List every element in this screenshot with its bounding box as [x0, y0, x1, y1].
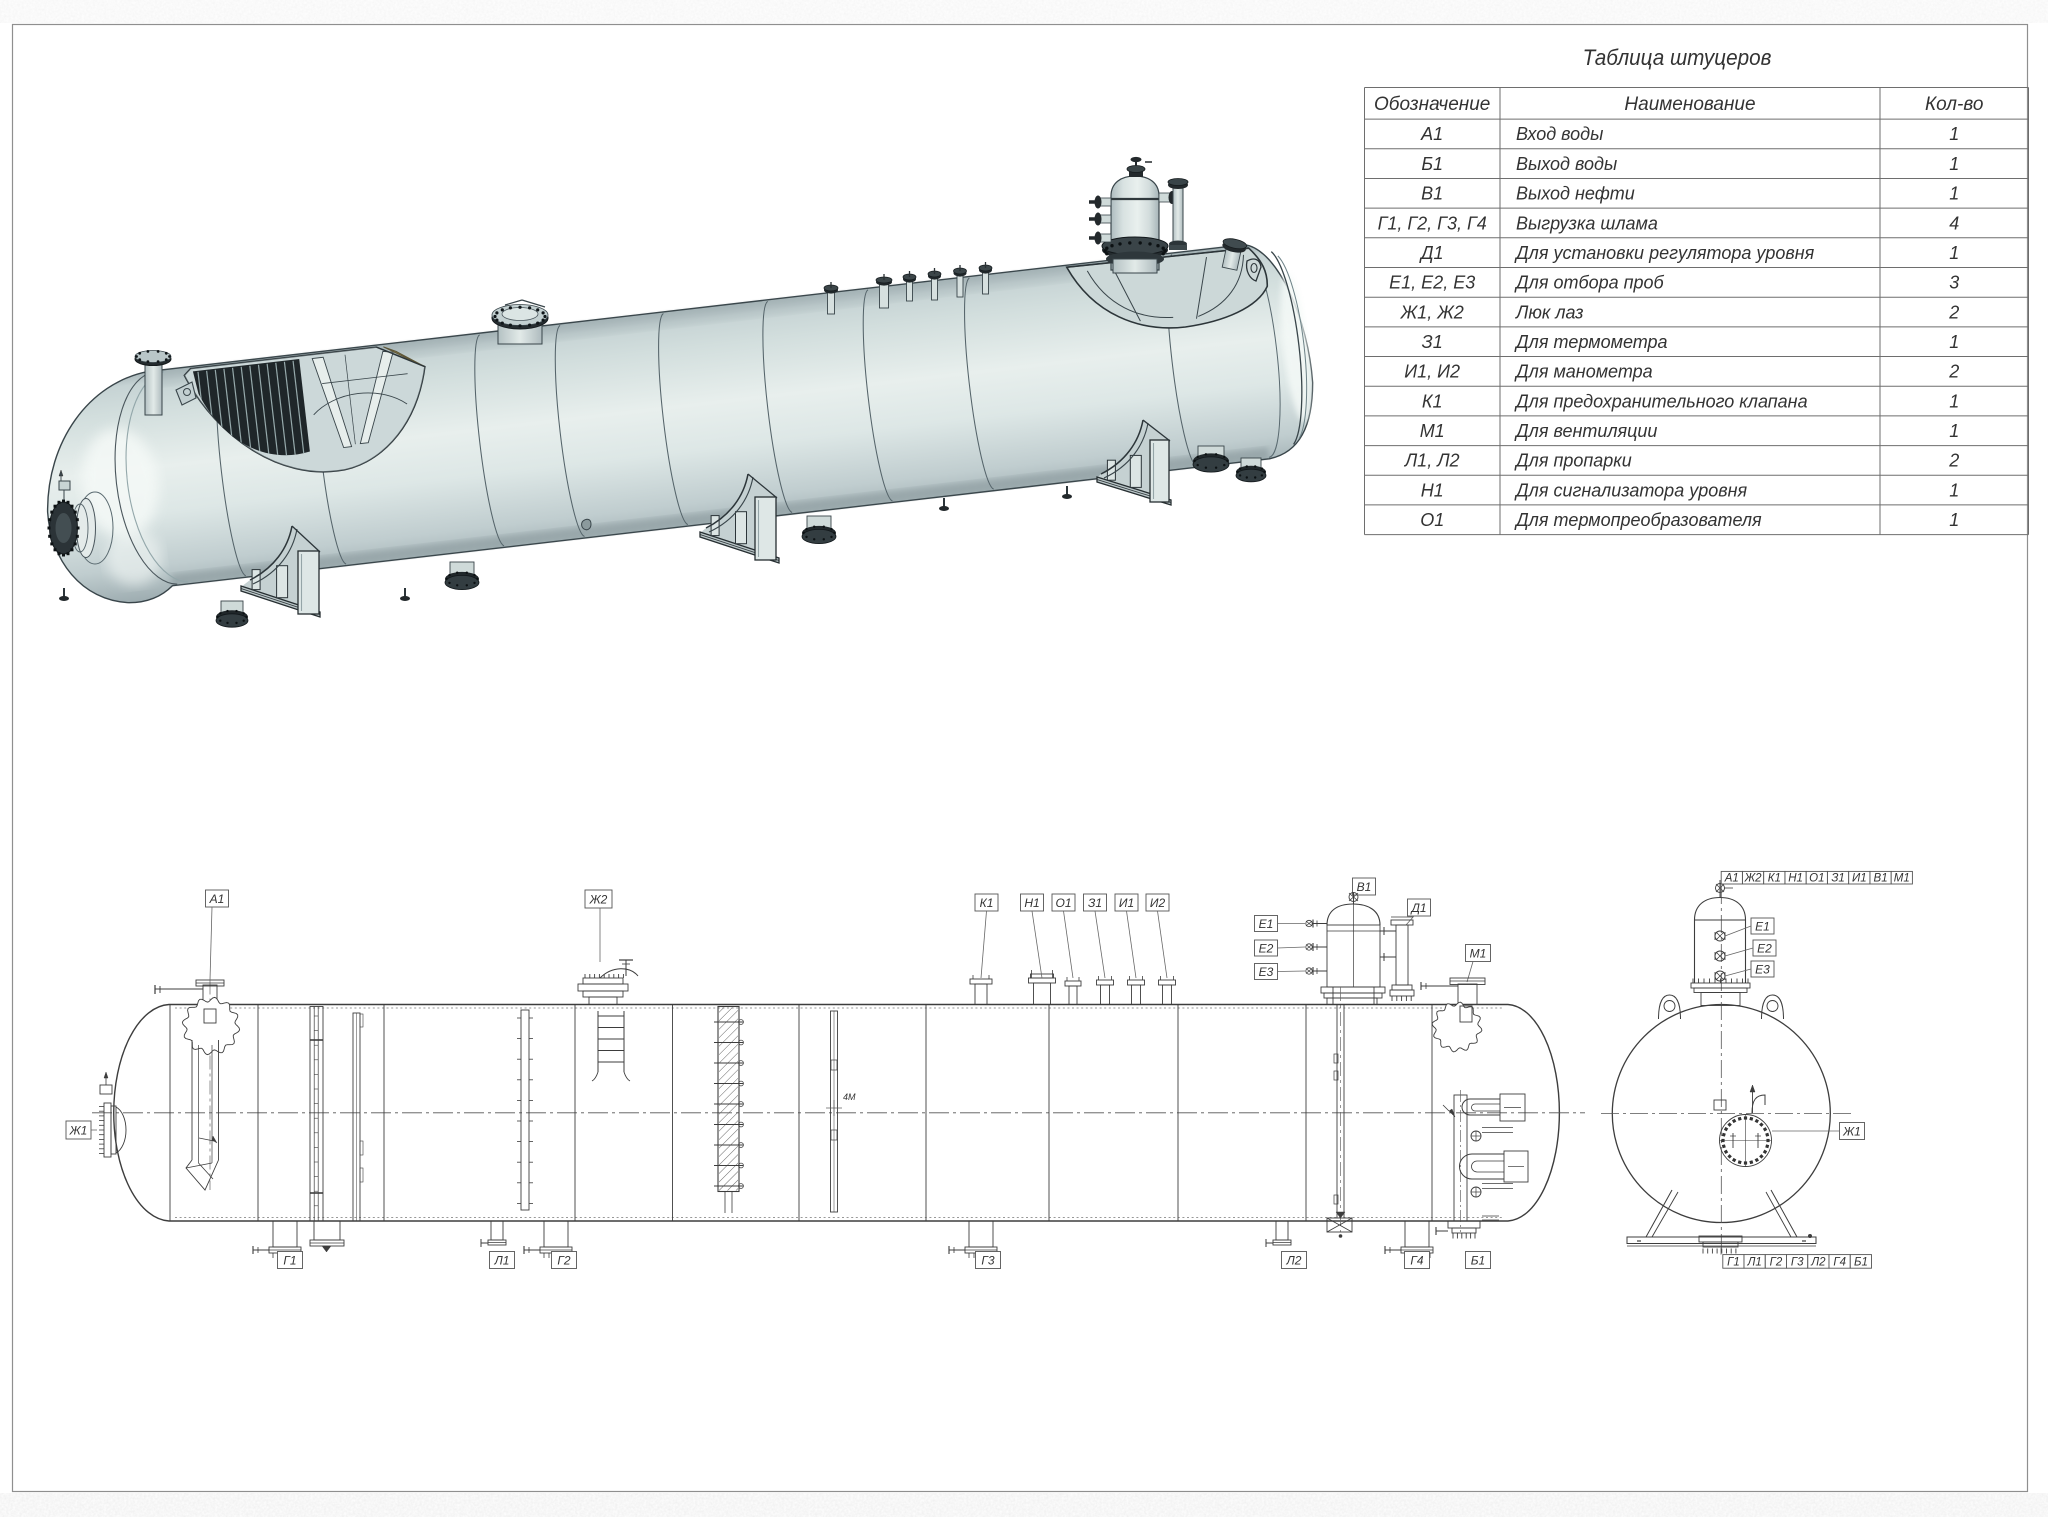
svg-text:К1: К1	[1768, 873, 1781, 885]
svg-text:О1: О1	[1055, 896, 1071, 910]
svg-text:1: 1	[1949, 510, 1959, 530]
svg-text:Ж1: Ж1	[1842, 1124, 1861, 1138]
svg-text:В1: В1	[1357, 880, 1372, 894]
svg-text:Л1, Л2: Л1, Л2	[1404, 451, 1460, 471]
svg-text:4М: 4М	[843, 1092, 856, 1102]
svg-text:Б1: Б1	[1421, 154, 1443, 174]
svg-text:М1: М1	[1470, 946, 1487, 960]
svg-text:Для установки регулятора уров: Для установки регулятора уровня	[1514, 243, 1815, 263]
svg-text:О1: О1	[1420, 510, 1444, 530]
svg-text:Д1: Д1	[1419, 243, 1444, 263]
svg-text:Ж2: Ж2	[1744, 873, 1763, 885]
svg-text:Г2: Г2	[557, 1253, 571, 1267]
svg-text:Вход воды: Вход воды	[1516, 124, 1603, 144]
svg-text:Г3: Г3	[981, 1253, 995, 1267]
svg-text:Для пропарки: Для пропарки	[1514, 451, 1632, 471]
svg-text:Для сигнализатора уровня: Для сигнализатора уровня	[1514, 480, 1748, 500]
svg-text:К1: К1	[980, 896, 994, 910]
svg-text:Л2: Л2	[1810, 1256, 1826, 1268]
svg-text:4: 4	[1949, 213, 1959, 233]
svg-text:О1: О1	[1809, 873, 1824, 885]
svg-text:Н1: Н1	[1024, 896, 1039, 910]
svg-text:И1: И1	[1119, 896, 1134, 910]
svg-text:М1: М1	[1420, 421, 1445, 441]
svg-text:З1: З1	[1088, 896, 1102, 910]
svg-text:Для предохранительного клапана: Для предохранительного клапана	[1514, 391, 1808, 411]
svg-text:Г3: Г3	[1791, 1256, 1804, 1268]
svg-text:1: 1	[1949, 421, 1959, 441]
svg-text:Л1: Л1	[1747, 1256, 1762, 1268]
svg-text:Для термометра: Для термометра	[1514, 332, 1668, 352]
svg-text:В1: В1	[1421, 184, 1443, 204]
svg-text:М1: М1	[1894, 873, 1910, 885]
svg-text:Е3: Е3	[1755, 962, 1770, 976]
svg-text:А1: А1	[209, 892, 225, 906]
svg-text:1: 1	[1949, 124, 1959, 144]
svg-text:Е2: Е2	[1757, 941, 1772, 955]
svg-text:1: 1	[1949, 154, 1959, 174]
svg-text:Г1, Г2, Г3, Г4: Г1, Г2, Г3, Г4	[1378, 213, 1487, 233]
svg-text:А1: А1	[1724, 873, 1739, 885]
svg-text:З1: З1	[1422, 332, 1443, 352]
svg-text:Г1: Г1	[283, 1253, 296, 1267]
svg-text:Ж1, Ж2: Ж1, Ж2	[1400, 302, 1464, 322]
svg-text:Для манометра: Для манометра	[1514, 362, 1653, 382]
svg-text:Б1: Б1	[1854, 1256, 1868, 1268]
svg-text:Наименование: Наименование	[1624, 94, 1755, 115]
svg-text:З1: З1	[1831, 873, 1844, 885]
svg-text:В1: В1	[1874, 873, 1888, 885]
svg-text:Г4: Г4	[1833, 1256, 1846, 1268]
svg-text:Выход воды: Выход воды	[1516, 154, 1617, 174]
svg-text:Д1: Д1	[1409, 901, 1426, 915]
svg-text:Е1: Е1	[1259, 917, 1274, 931]
svg-text:Для термопреобразователя: Для термопреобразователя	[1514, 510, 1762, 530]
svg-text:1: 1	[1949, 480, 1959, 500]
svg-text:3: 3	[1949, 273, 1959, 293]
svg-text:Выгрузка шлама: Выгрузка шлама	[1516, 213, 1658, 233]
svg-text:Б1: Б1	[1471, 1253, 1485, 1267]
svg-text:И1: И1	[1852, 873, 1867, 885]
svg-text:И2: И2	[1150, 896, 1166, 910]
svg-text:2: 2	[1948, 302, 1959, 322]
svg-text:Л2: Л2	[1286, 1253, 1302, 1267]
svg-text:К1: К1	[1422, 391, 1443, 411]
svg-text:Е2: Е2	[1259, 941, 1274, 955]
svg-text:Е3: Е3	[1259, 965, 1274, 979]
svg-text:2: 2	[1948, 362, 1959, 382]
svg-text:Кол-во: Кол-во	[1925, 94, 1983, 115]
svg-text:Е1, Е2, Е3: Е1, Е2, Е3	[1389, 273, 1475, 293]
svg-text:Таблица штуцеров: Таблица штуцеров	[1583, 44, 1772, 70]
svg-text:Г4: Г4	[1410, 1253, 1424, 1267]
svg-text:Л1: Л1	[494, 1253, 510, 1267]
svg-text:1: 1	[1949, 243, 1959, 263]
svg-text:Е1: Е1	[1755, 919, 1770, 933]
svg-text:Для вентиляции: Для вентиляции	[1514, 421, 1657, 441]
svg-text:Г1: Г1	[1727, 1256, 1740, 1268]
svg-text:1: 1	[1949, 391, 1959, 411]
svg-text:2: 2	[1948, 451, 1959, 471]
svg-text:Н1: Н1	[1788, 873, 1803, 885]
svg-text:Выход нефти: Выход нефти	[1516, 184, 1635, 204]
svg-text:Ж2: Ж2	[589, 892, 608, 906]
svg-text:Обозначение: Обозначение	[1374, 94, 1490, 115]
svg-text:1: 1	[1949, 184, 1959, 204]
svg-text:Ж1: Ж1	[69, 1123, 88, 1137]
svg-text:1: 1	[1949, 332, 1959, 352]
svg-text:А1: А1	[1420, 124, 1443, 144]
svg-text:Н1: Н1	[1421, 480, 1444, 500]
svg-text:Для отбора проб: Для отбора проб	[1514, 273, 1665, 293]
svg-text:Люк лаз: Люк лаз	[1515, 302, 1584, 322]
svg-text:Г2: Г2	[1770, 1256, 1783, 1268]
svg-text:И1, И2: И1, И2	[1404, 362, 1460, 382]
